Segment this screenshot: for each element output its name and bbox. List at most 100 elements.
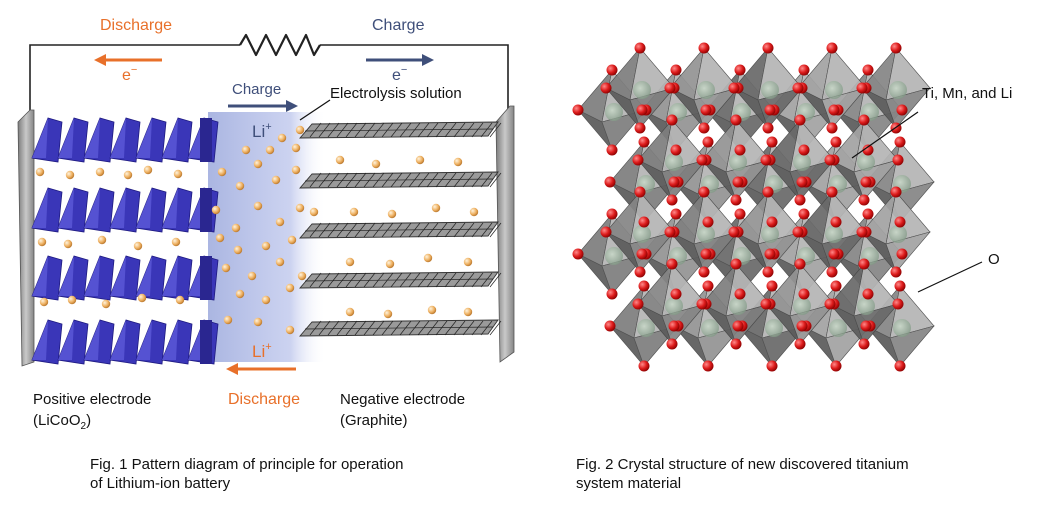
cation-site [729, 297, 747, 315]
resistor-icon [239, 33, 321, 57]
oxygen-atom [666, 194, 678, 206]
oxygen-atom [604, 176, 616, 188]
oxygen-atom [698, 42, 710, 54]
lithium-ion [247, 271, 257, 281]
oxygen-atom [734, 208, 746, 220]
positive-electrode-formula: (LiCoO2) [33, 412, 91, 432]
oxygen-atom [638, 136, 650, 148]
oxygen-atom [830, 360, 842, 372]
cation-site [633, 81, 651, 99]
oxygen-atom [896, 248, 908, 260]
lithium-ion [253, 201, 263, 211]
o-pointer [917, 261, 983, 293]
oxygen-atom [798, 144, 810, 156]
lithium-ion [371, 159, 381, 169]
lithium-ions [35, 125, 479, 335]
oxygen-atom [796, 176, 808, 188]
oxygen-atom [700, 248, 712, 260]
oxygen-atom [634, 42, 646, 54]
lithium-ion [275, 257, 285, 267]
positive-electrode-layers [31, 117, 219, 365]
positive-electrode-label: Positive electrode [33, 391, 151, 408]
oxygen-atom [730, 114, 742, 126]
lithium-ion [95, 167, 105, 177]
oxygen-atom [792, 226, 804, 238]
lithium-ion [63, 239, 73, 249]
lithium-ion [309, 207, 319, 217]
oxygen-atom [890, 266, 902, 278]
lithium-ion [265, 145, 275, 155]
lithium-ion [277, 133, 287, 143]
oxygen-atom [794, 114, 806, 126]
electrolysis-pointer [299, 99, 331, 121]
oxygen-atom [828, 104, 840, 116]
lithium-ion [291, 165, 301, 175]
oxygen-atom [766, 360, 778, 372]
oxygen-atom [634, 186, 646, 198]
lithium-ion [223, 315, 233, 325]
octahedron [733, 46, 803, 129]
oxygen-atom [638, 360, 650, 372]
cation-site [765, 319, 783, 337]
lithium-ion [431, 203, 441, 213]
fig2-caption-line1: Fig. 2 Crystal structure of new discover… [576, 456, 909, 473]
lithium-ion [345, 307, 355, 317]
lithium-ion [291, 143, 301, 153]
ti-mn-li-label: Ti, Mn, and Li [922, 85, 1012, 102]
lithium-ion [215, 233, 225, 243]
oxygen-atom [862, 288, 874, 300]
oxygen-atom [728, 226, 740, 238]
lithium-ion [423, 253, 433, 263]
oxygen-atom [702, 136, 714, 148]
cation-site [637, 319, 655, 337]
oxygen-atom [606, 288, 618, 300]
oxygen-atom [700, 104, 712, 116]
oxygen-atom [734, 144, 746, 156]
lithium-ion [217, 167, 227, 177]
oxygen-atom [826, 122, 838, 134]
lithium-ion [463, 257, 473, 267]
circuit-wire [29, 44, 509, 112]
oxygen-atom [732, 320, 744, 332]
oxygen-atom [696, 298, 708, 310]
octahedron [861, 190, 931, 273]
li-top-label: Li+ [252, 121, 272, 141]
lithium-ion [221, 263, 231, 273]
oxygen-atom [572, 248, 584, 260]
oxygen-atom [830, 136, 842, 148]
lithium-ion [97, 235, 107, 245]
octahedra-lattice [572, 42, 935, 372]
graphite-sheet [299, 121, 502, 139]
ti-pointer [851, 111, 919, 159]
fig1-caption-line2: of Lithium-ion battery [90, 475, 231, 492]
oxygen-atom [766, 280, 778, 292]
oxygen-atom [670, 144, 682, 156]
cation-site [889, 225, 907, 243]
battery-diagram: Discharge e− Charge e− Charge Electrolys… [17, 17, 515, 492]
positive-collector-plate [17, 109, 35, 367]
cation-site [697, 225, 715, 243]
lithium-ion [345, 257, 355, 267]
oxygen-atom [826, 42, 838, 54]
negative-collector-plate [495, 105, 515, 363]
oxygen-atom [634, 122, 646, 134]
oxygen-atom [858, 338, 870, 350]
oxygen-atom [606, 208, 618, 220]
oxygen-atom [632, 298, 644, 310]
oxygen-atom [666, 114, 678, 126]
oxygen-atom [858, 114, 870, 126]
oxygen-atom [894, 280, 906, 292]
lithium-ion [261, 241, 271, 251]
lithium-ion [241, 145, 251, 155]
oxygen-atom [762, 266, 774, 278]
electron-left: e− [122, 64, 137, 84]
oxygen-atom [606, 64, 618, 76]
oxygen-atom [666, 338, 678, 350]
o-label: O [988, 251, 1000, 268]
oxygen-atom [890, 186, 902, 198]
oxygen-atom [638, 216, 650, 228]
cation-site [825, 225, 843, 243]
fig2-caption-line2: system material [576, 475, 681, 492]
octahedron [701, 262, 771, 345]
